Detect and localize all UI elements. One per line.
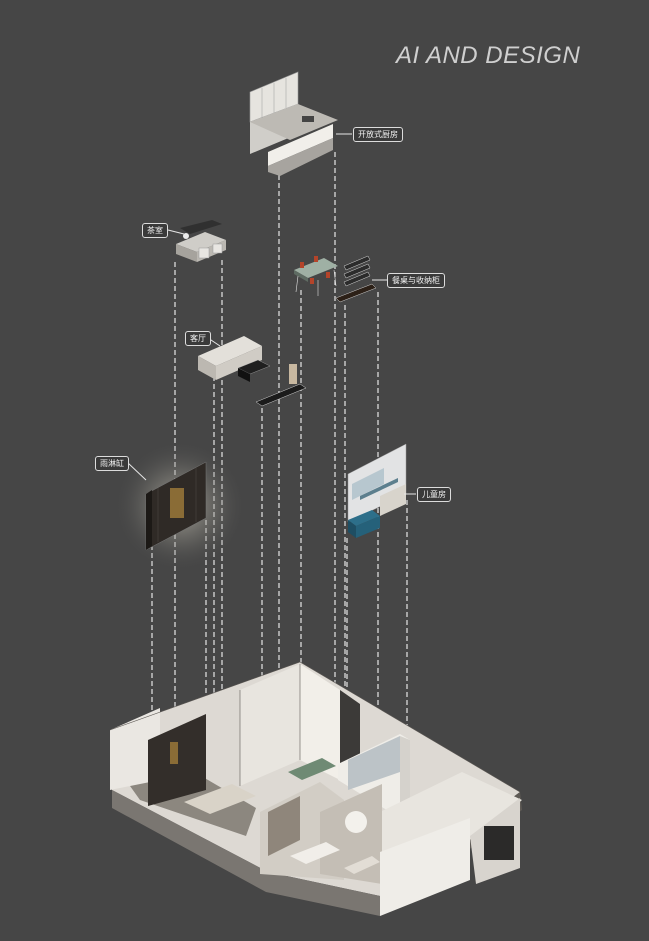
- open-kitchen-model: [249, 71, 338, 176]
- dining-and-storage-model: [294, 255, 377, 303]
- living-room-model: [198, 336, 307, 407]
- rain-shower-model: [114, 440, 246, 572]
- label-rain-shower: 雨淋缸: [95, 456, 129, 471]
- label-kids-room: 儿童房: [417, 487, 451, 502]
- label-tea-room: 茶室: [142, 223, 168, 238]
- label-connectors: [127, 133, 416, 495]
- label-living-room: 客厅: [185, 331, 211, 346]
- tea-room-model: [176, 220, 226, 262]
- label-open-kitchen: 开放式厨房: [353, 127, 403, 142]
- page-title: AI AND DESIGN: [396, 42, 581, 69]
- label-dining-storage: 餐桌与收纳柜: [387, 273, 445, 288]
- kids-room-model: [347, 443, 407, 538]
- apartment-floor-model: [109, 661, 522, 916]
